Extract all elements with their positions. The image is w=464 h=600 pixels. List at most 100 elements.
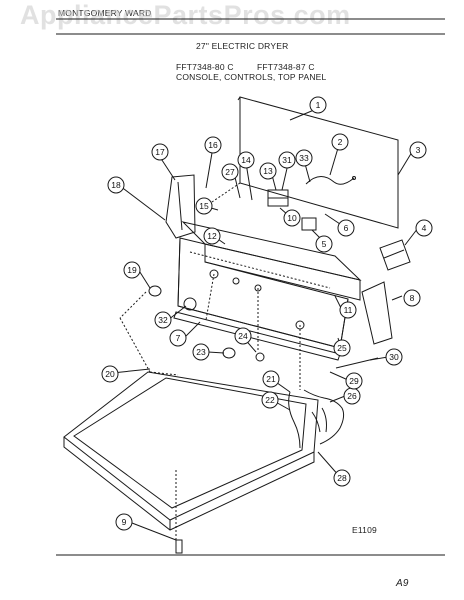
callout-17: 17 (151, 143, 169, 161)
callout-12: 12 (203, 227, 221, 245)
callout-number: 23 (196, 347, 206, 357)
model-number-a: FFT7348-80 C (176, 62, 234, 72)
callout-number: 16 (208, 140, 218, 150)
knob-19 (148, 285, 162, 297)
callout-circle (123, 261, 141, 279)
callout-31: 31 (278, 151, 296, 169)
callout-19: 19 (123, 261, 141, 279)
callout-number: 26 (347, 391, 357, 401)
callout-number: 8 (410, 293, 415, 303)
callout-2: 2 (331, 133, 349, 151)
knob-hole (209, 269, 219, 279)
brand-label: MONTGOMERY WARD (58, 8, 152, 18)
callout-circle (107, 176, 125, 194)
wire-bundle (288, 391, 301, 449)
callout-circle (221, 163, 239, 181)
leveling-leg (175, 539, 183, 554)
callout-28: 28 (333, 469, 351, 487)
callout-number: 3 (416, 145, 421, 155)
callout-circle (169, 329, 187, 347)
end-cap-left (165, 174, 196, 239)
callout-circle (345, 372, 363, 390)
callout-circle (154, 311, 172, 329)
callout-18: 18 (107, 176, 125, 194)
callout-24: 24 (234, 327, 252, 345)
model-number-b: FFT7348-87 C (257, 62, 315, 72)
callout-number: 27 (225, 167, 235, 177)
callout-8: 8 (403, 289, 421, 307)
callout-number: 1 (316, 100, 321, 110)
diagram-code: E1109 (352, 525, 377, 535)
console-face (177, 237, 349, 349)
callout-25: 25 (333, 339, 351, 357)
callout-circle (101, 365, 119, 383)
callout-circle (337, 219, 355, 237)
callout-number: 12 (207, 231, 217, 241)
callout-number: 7 (176, 333, 181, 343)
callout-number: 30 (389, 352, 399, 362)
wire-harness-2 (305, 176, 355, 185)
callout-circle (204, 136, 222, 154)
back-panel (239, 96, 399, 229)
callout-circle (295, 149, 313, 167)
knob-23 (222, 347, 236, 359)
callout-number: 14 (241, 155, 251, 165)
knob-32 (183, 297, 197, 311)
watermark: AppliancePartsPros.com (20, 0, 351, 30)
callout-16: 16 (204, 136, 222, 154)
callout-circle (415, 219, 433, 237)
terminal-block (379, 239, 411, 271)
dryer-top-outline (63, 371, 319, 521)
callout-33: 33 (295, 149, 313, 167)
callout-number: 15 (199, 201, 209, 211)
callout-circle (261, 391, 279, 409)
callout-6: 6 (337, 219, 355, 237)
console-trim (173, 311, 341, 361)
callout-number: 10 (287, 213, 297, 223)
callout-15: 15 (195, 197, 213, 215)
callout-circle (192, 343, 210, 361)
callout-number: 17 (155, 147, 165, 157)
callout-number: 32 (158, 315, 168, 325)
callout-number: 5 (322, 239, 327, 249)
callout-number: 25 (337, 343, 347, 353)
dryer-top-inner (73, 377, 307, 509)
callout-circle (403, 289, 421, 307)
callout-circle (262, 370, 280, 388)
callout-11: 11 (339, 301, 357, 319)
callout-number: 22 (265, 395, 275, 405)
callout-circle (333, 339, 351, 357)
callout-circle (331, 133, 349, 151)
callout-number: 13 (263, 166, 273, 176)
callout-32: 32 (154, 311, 172, 329)
callout-3: 3 (409, 141, 427, 159)
callout-13: 13 (259, 162, 277, 180)
section-title: CONSOLE, CONTROLS, TOP PANEL (176, 72, 327, 82)
callout-circle (278, 151, 296, 169)
callout-7: 7 (169, 329, 187, 347)
callout-circle (283, 209, 301, 227)
knob-24 (255, 352, 265, 362)
callout-20: 20 (101, 365, 119, 383)
callout-circle (385, 348, 403, 366)
callout-circle (309, 96, 327, 114)
callout-circle (115, 513, 133, 531)
callout-23: 23 (192, 343, 210, 361)
page-mark: A9 (396, 578, 409, 589)
callout-14: 14 (237, 151, 255, 169)
callout-number: 18 (111, 180, 121, 190)
switch-5 (301, 217, 317, 231)
callout-circle (203, 227, 221, 245)
callout-circle (195, 197, 213, 215)
callout-number: 21 (266, 374, 276, 384)
callout-number: 2 (338, 137, 343, 147)
callout-circle (234, 327, 252, 345)
callout-number: 6 (344, 223, 349, 233)
callout-21: 21 (262, 370, 280, 388)
callout-5: 5 (315, 235, 333, 253)
product-title: 27" ELECTRIC DRYER (196, 41, 289, 51)
callout-number: 9 (122, 517, 127, 527)
callout-9: 9 (115, 513, 133, 531)
end-cap-right (361, 281, 393, 345)
